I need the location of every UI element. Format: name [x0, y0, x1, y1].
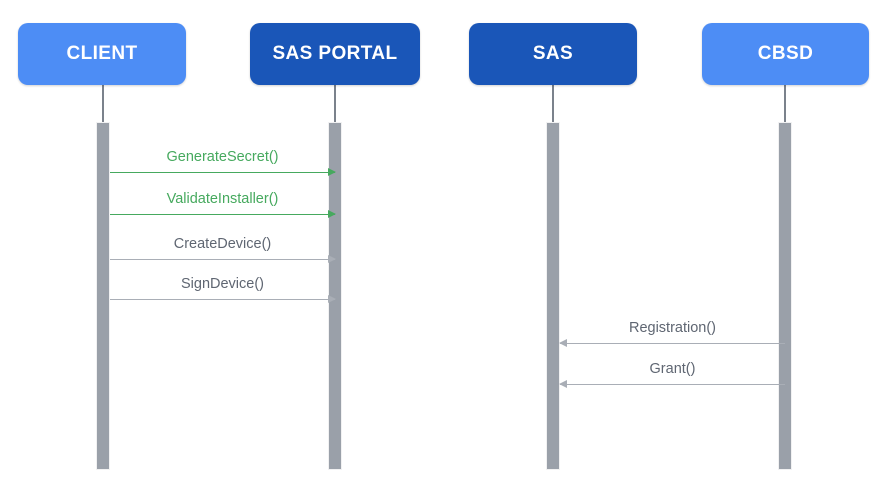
activation-bar-client — [96, 122, 110, 470]
participant-label-sas-portal: SAS PORTAL — [272, 43, 398, 64]
participant-label-client: CLIENT — [66, 43, 138, 64]
message-line-registration — [560, 343, 785, 344]
participant-label-cbsd: CBSD — [757, 43, 814, 64]
participant-label-sas: SAS — [532, 43, 574, 64]
message-line-sign-device — [110, 299, 335, 300]
arrowhead-right-icon — [328, 209, 336, 218]
participant-box-client[interactable]: CLIENT — [18, 23, 186, 85]
lifeline-cbsd — [784, 85, 786, 122]
message-line-create-device — [110, 259, 335, 260]
message-line-validate-installer — [110, 214, 335, 215]
participant-box-sas-portal[interactable]: SAS PORTAL — [250, 23, 420, 85]
message-label-create-device: CreateDevice() — [173, 235, 272, 252]
message-label-sign-device: SignDevice() — [181, 275, 264, 292]
activation-bar-sas — [546, 122, 560, 470]
message-label-validate-installer: ValidateInstaller() — [166, 190, 279, 207]
arrowhead-right-icon — [328, 294, 336, 303]
message-label-grant: Grant() — [649, 360, 696, 377]
message-line-grant — [560, 384, 785, 385]
arrowhead-left-icon — [559, 338, 567, 347]
arrowhead-left-icon — [559, 379, 567, 388]
arrowhead-right-icon — [328, 167, 336, 176]
arrowhead-right-icon — [328, 254, 336, 263]
participant-box-sas[interactable]: SAS — [469, 23, 637, 85]
activation-bar-cbsd — [778, 122, 792, 470]
participant-box-cbsd[interactable]: CBSD — [702, 23, 869, 85]
message-line-generate-secret — [110, 172, 335, 173]
message-label-registration: Registration() — [628, 319, 717, 336]
message-label-generate-secret: GenerateSecret() — [166, 148, 279, 165]
lifeline-sas-portal — [334, 85, 336, 122]
lifeline-sas — [552, 85, 554, 122]
lifeline-client — [102, 85, 104, 122]
